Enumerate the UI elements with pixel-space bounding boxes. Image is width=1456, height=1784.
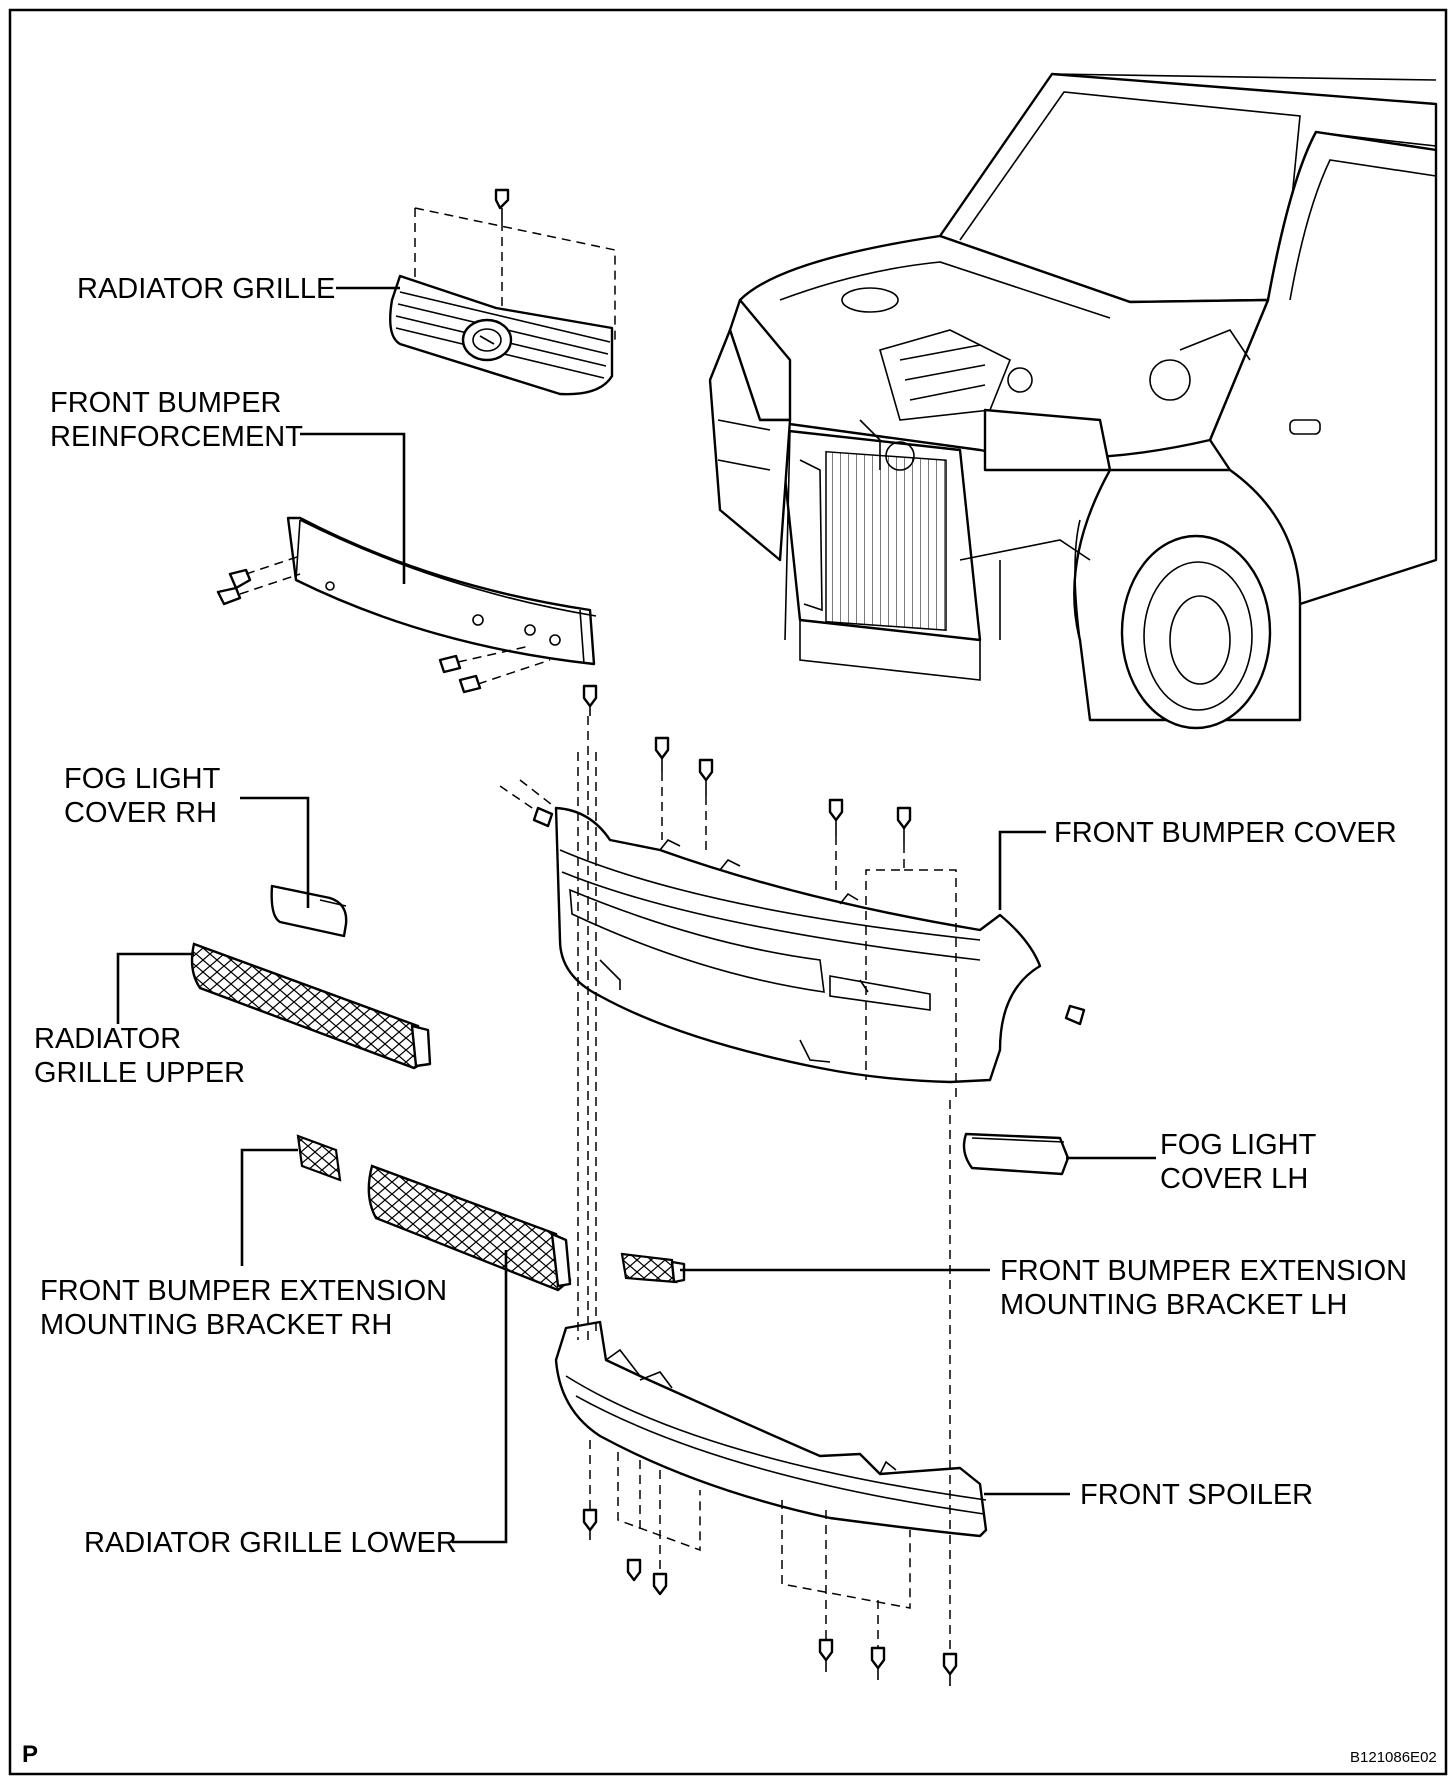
label-front-bumper-reinforcement-line2: REINFORCEMENT (50, 421, 303, 453)
label-radiator-grille-lower: RADIATOR GRILLE LOWER (84, 1527, 457, 1559)
front-spoiler-part (554, 1320, 988, 1538)
leader-grille-upper (116, 952, 194, 1024)
front-bumper-extension-mounting-bracket-rh-part (296, 1134, 342, 1182)
radiator-grille-upper-part (190, 942, 432, 1070)
label-fog-light-cover-lh-line2: COVER LH (1160, 1163, 1308, 1195)
label-extension-bracket-rh-line2: MOUNTING BRACKET RH (40, 1309, 392, 1341)
label-front-spoiler: FRONT SPOILER (1080, 1479, 1313, 1511)
label-extension-bracket-lh-line1: FRONT BUMPER EXTENSION (1000, 1255, 1407, 1287)
fog-light-cover-rh-part (270, 884, 348, 938)
bolt-group-top (582, 684, 598, 716)
leader-grille-lower (452, 1250, 508, 1544)
front-bumper-extension-mounting-bracket-lh-part (620, 1252, 686, 1284)
label-fog-light-cover-lh-line1: FOG LIGHT (1160, 1129, 1317, 1161)
front-bumper-cover-part (499, 736, 1086, 1100)
label-fog-light-cover-rh-line2: COVER RH (64, 797, 217, 829)
label-extension-bracket-rh-line1: FRONT BUMPER EXTENSION (40, 1275, 447, 1307)
fog-light-cover-lh-part (962, 1132, 1070, 1176)
spoiler-fastener-group (582, 1100, 958, 1686)
radiator-grille-lower-part (367, 1164, 572, 1292)
label-extension-bracket-lh-line2: MOUNTING BRACKET LH (1000, 1289, 1348, 1321)
label-radiator-grille-upper-line1: RADIATOR (34, 1023, 181, 1055)
radiator-grille-part (389, 188, 616, 396)
vehicle-illustration (708, 72, 1438, 730)
figure-code: B121086E02 (1350, 1749, 1437, 1766)
label-radiator-grille: RADIATOR GRILLE (77, 273, 335, 305)
corner-mark: P (22, 1741, 38, 1768)
leader-fog-rh (240, 796, 310, 908)
leader-reinforcement (300, 432, 406, 584)
label-fog-light-cover-rh-line1: FOG LIGHT (64, 763, 221, 795)
front-bumper-reinforcement-part (216, 516, 597, 694)
label-front-bumper-reinforcement-line1: FRONT BUMPER (50, 387, 281, 419)
label-radiator-grille-upper-line2: GRILLE UPPER (34, 1057, 245, 1089)
label-front-bumper-cover: FRONT BUMPER COVER (1054, 817, 1397, 849)
leader-bumper-cover (998, 830, 1046, 910)
leader-ext-rh (240, 1148, 298, 1266)
